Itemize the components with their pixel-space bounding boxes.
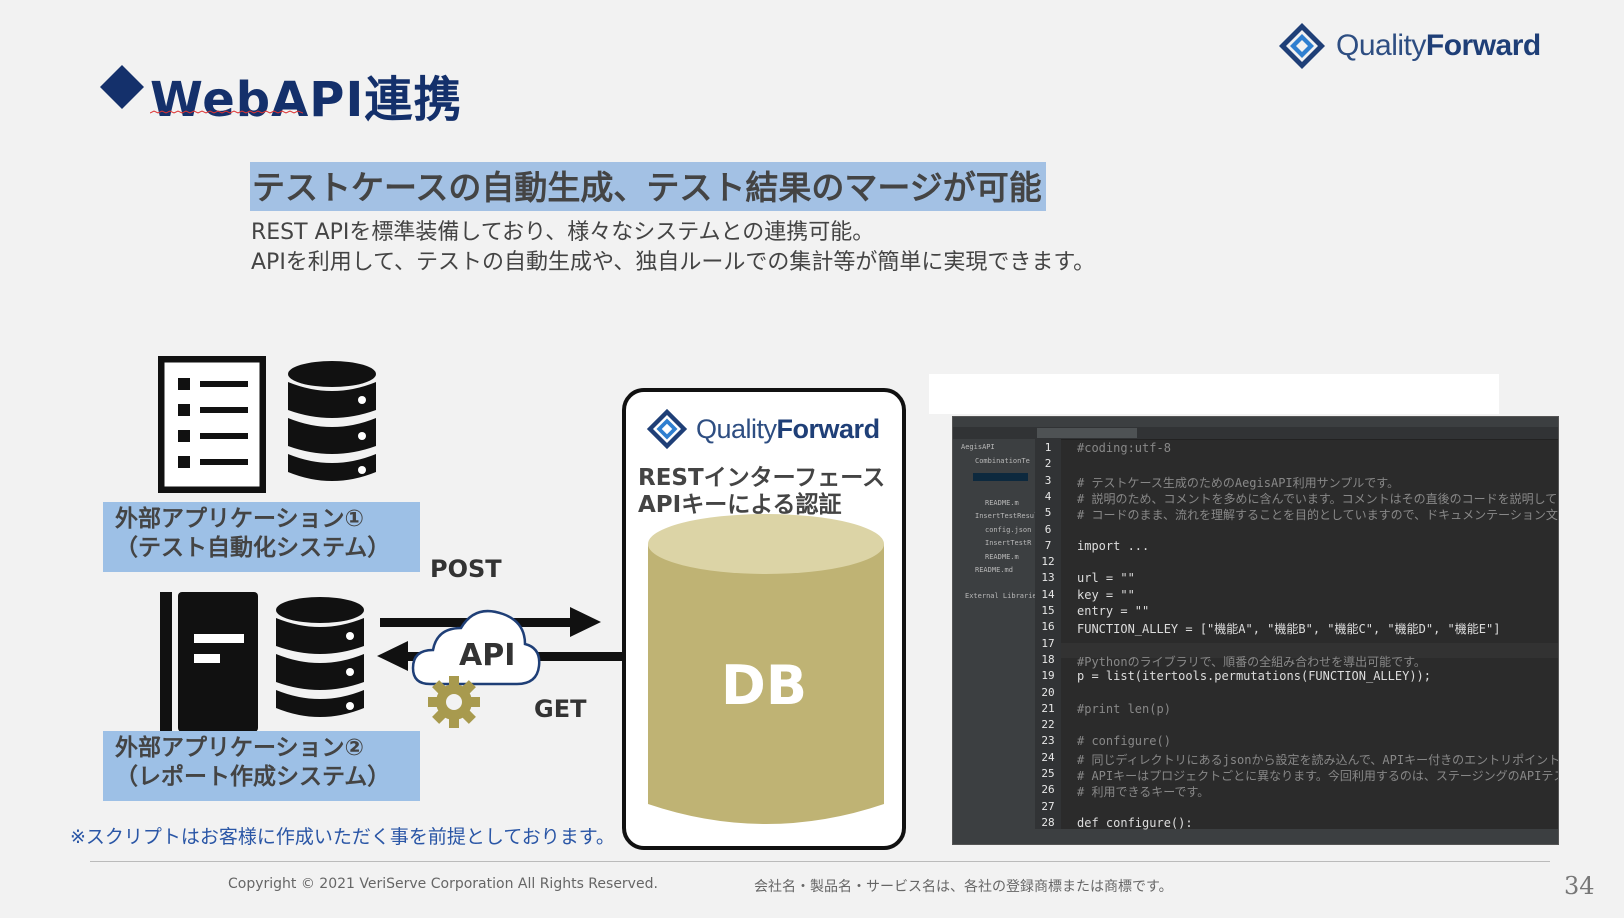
- line-number: 14: [1041, 587, 1055, 601]
- code-line[interactable]: # 利用できるキーです。: [1077, 785, 1210, 800]
- line-number: 19: [1041, 669, 1055, 683]
- line-number: 28: [1041, 815, 1055, 829]
- tree-item[interactable]: CombinationTe: [975, 457, 1030, 465]
- current-line-highlight: [1061, 643, 1558, 658]
- line-number: 22: [1041, 718, 1055, 732]
- brand-diamond-icon: [1279, 23, 1325, 69]
- spellcheck-underline: [150, 110, 303, 114]
- tree-item[interactable]: InsertTestR: [985, 539, 1032, 547]
- cloud-icon: [411, 609, 541, 686]
- line-number: 5: [1044, 506, 1052, 520]
- post-label: POST: [430, 555, 502, 583]
- panel-line-1: RESTインターフェース: [638, 465, 886, 491]
- code-line[interactable]: def configure():: [1077, 815, 1193, 830]
- tree-item[interactable]: InsertTestResul: [975, 512, 1039, 520]
- code-line[interactable]: #coding:utf-8: [1077, 441, 1171, 455]
- code-line[interactable]: # 同じディレクトリにあるjsonから設定を読み込んで、APIキー付きのエントリ…: [1077, 752, 1559, 767]
- line-number: 17: [1041, 636, 1055, 650]
- database-icon: [288, 361, 376, 481]
- code-line[interactable]: entry = "": [1077, 604, 1150, 618]
- db-label: DB: [721, 654, 807, 717]
- brand-name: QualityForward: [1336, 29, 1541, 62]
- app1-label: 外部アプリケーション① （テスト自動化システム）: [103, 502, 420, 572]
- line-number: 1: [1044, 441, 1052, 454]
- panel-brand-diamond-icon: [646, 408, 688, 450]
- database-icon-2: [276, 597, 364, 717]
- copyright-text: Copyright © 2021 VeriServe Corporation A…: [228, 876, 658, 892]
- code-line[interactable]: p = list(itertools.permutations(FUNCTION…: [1077, 669, 1432, 684]
- page-number: 34: [1564, 872, 1595, 900]
- app1-label-line1: 外部アプリケーション①: [115, 506, 365, 532]
- footer-divider: [90, 861, 1550, 862]
- body-line-1: REST APIを標準装備しており、様々なシステムとの連携可能。: [251, 220, 875, 245]
- db-cylinder: [648, 514, 884, 824]
- line-number: 18: [1041, 652, 1055, 666]
- api-flow-graphic: [377, 607, 627, 728]
- line-number: 25: [1041, 767, 1055, 780]
- code-line[interactable]: url = "": [1077, 571, 1135, 586]
- line-number: 3: [1044, 473, 1052, 487]
- panel-brand-name: QualityForward: [696, 413, 880, 444]
- project-tree: AegisAPI CombinationTe README.m InsertTe…: [953, 439, 1041, 829]
- line-number: 13: [1041, 571, 1055, 585]
- get-label: GET: [534, 695, 587, 723]
- script-note: ※スクリプトはお客様に作成いただく事を前提としております。: [70, 826, 615, 848]
- line-number: 26: [1041, 783, 1055, 797]
- ide-statusbar: [953, 829, 1558, 844]
- brand-logo: QualityForward: [1278, 22, 1541, 70]
- line-number: 23: [1041, 734, 1055, 748]
- line-number: 20: [1041, 685, 1055, 699]
- app2-label-line2: （レポート作成システム）: [115, 764, 391, 790]
- line-number: 16: [1041, 620, 1055, 634]
- ide-active-tab[interactable]: [1037, 428, 1137, 438]
- headline: テストケースの自動生成、テスト結果のマージが可能: [250, 162, 1046, 211]
- api-label: API: [459, 638, 516, 673]
- line-number: 12: [1041, 555, 1055, 569]
- line-gutter: [1035, 439, 1061, 829]
- gear-icon: [428, 676, 480, 728]
- code-screenshot: AegisAPI CombinationTe README.m InsertTe…: [952, 416, 1559, 845]
- code-line[interactable]: # configure(): [1077, 734, 1171, 749]
- line-number: 24: [1041, 750, 1055, 764]
- line-number: 27: [1041, 799, 1055, 813]
- body-line-2: APIを利用して、テストの自動生成や、独自ルールでの集計等が簡単に実現できます。: [251, 250, 1096, 275]
- panel-brand-logo: QualityForward: [646, 408, 880, 450]
- tree-item[interactable]: README.md: [975, 566, 1013, 574]
- code-line[interactable]: # APIキーはプロジェクトごとに異なります。今回利用するのは、ステージングのA…: [1077, 769, 1559, 783]
- title-diamond-icon: [100, 65, 144, 109]
- trademark-text: 会社名・製品名・サービス名は、各社の登録商標または商標です。: [754, 879, 1173, 895]
- code-line[interactable]: key = "": [1077, 587, 1135, 602]
- ide-tabbar: [953, 427, 1558, 440]
- app1-label-line2: （テスト自動化システム）: [115, 535, 391, 561]
- app2-label-line1: 外部アプリケーション②: [115, 735, 365, 761]
- ide-menubar: [953, 417, 1558, 427]
- slide-title: WebAPI連携: [150, 72, 463, 128]
- tree-item[interactable]: External Libraries: [965, 592, 1041, 600]
- code-line[interactable]: FUNCTION_ALLEY = ["機能A", "機能B", "機能C", "…: [1077, 622, 1501, 637]
- code-line[interactable]: # 説明のため、コメントを多めに含んでいます。コメントはその直後のコードを説明し…: [1077, 491, 1559, 506]
- line-number: 7: [1044, 538, 1052, 552]
- tree-selected-row[interactable]: [973, 473, 1028, 481]
- tree-item[interactable]: config.json: [985, 526, 1032, 534]
- line-number: 6: [1044, 522, 1052, 536]
- db-panel: QualityForward RESTインターフェース APIキーによる認証 D…: [622, 388, 906, 850]
- blank-box: [929, 374, 1499, 414]
- code-line[interactable]: #Pythonのライブラリで、順番の全組み合わせを導出可能です。: [1077, 654, 1426, 669]
- app2-label: 外部アプリケーション② （レポート作成システム）: [103, 731, 420, 801]
- document-list-icon: [158, 356, 266, 493]
- code-line[interactable]: # コードのまま、流れを理解することを目的としていますので、ドキュメンテーション…: [1077, 508, 1559, 523]
- line-number: 15: [1041, 604, 1055, 617]
- panel-line-2: APIキーによる認証: [638, 492, 842, 518]
- line-number: 2: [1044, 457, 1052, 471]
- tree-item[interactable]: README.m: [985, 499, 1019, 507]
- code-line[interactable]: import ...: [1077, 538, 1150, 553]
- line-number: 4: [1044, 489, 1052, 503]
- line-number: 21: [1041, 701, 1055, 715]
- code-line[interactable]: #print len(p): [1077, 701, 1171, 716]
- server-icon: [160, 592, 258, 732]
- tree-item[interactable]: README.m: [985, 553, 1019, 561]
- tree-item[interactable]: AegisAPI: [961, 443, 995, 451]
- code-line[interactable]: # テストケース生成のためのAegisAPI利用サンプルです。: [1077, 475, 1400, 490]
